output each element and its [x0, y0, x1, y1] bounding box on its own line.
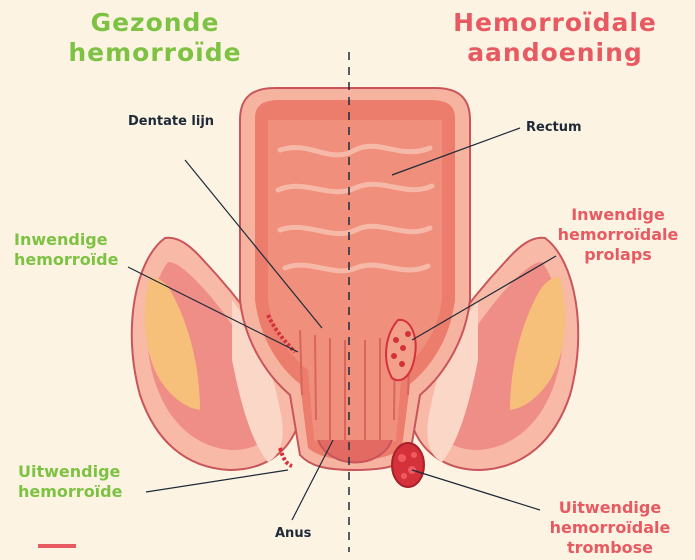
- healthy-external-hemorrhoid: [280, 448, 292, 466]
- disease-title: Hemorroïdale aandoening: [430, 8, 680, 68]
- label-external-hemorrhoid-line1: Uitwendige: [18, 462, 122, 482]
- healthy-title-line1: Gezonde: [40, 8, 270, 38]
- label-internal-hemorrhoid: Inwendige hemorroïde: [14, 230, 118, 270]
- label-external-thrombosis-line1: Uitwendige: [540, 498, 680, 518]
- healthy-title-line2: hemorroïde: [40, 38, 270, 68]
- disease-title-line1: Hemorroïdale: [430, 8, 680, 38]
- label-internal-prolapse-line3: prolaps: [548, 245, 688, 265]
- label-internal-hemorrhoid-line1: Inwendige: [14, 230, 118, 250]
- disease-title-line2: aandoening: [430, 38, 680, 68]
- label-internal-prolapse-line2: hemorroïdale: [548, 225, 688, 245]
- brand-accent-bar: [38, 544, 76, 548]
- label-internal-hemorrhoid-line2: hemorroïde: [14, 250, 118, 270]
- label-internal-prolapse: Inwendige hemorroïdale prolaps: [548, 205, 688, 265]
- label-anus: Anus: [275, 524, 311, 544]
- label-external-thrombosis-line3: trombose: [540, 538, 680, 558]
- label-external-thrombosis: Uitwendige hemorroïdale trombose: [540, 498, 680, 558]
- label-external-thrombosis-line2: hemorroïdale: [540, 518, 680, 538]
- label-external-hemorrhoid: Uitwendige hemorroïde: [18, 462, 122, 502]
- healthy-title: Gezonde hemorroïde: [40, 8, 270, 68]
- label-dentate-line: Dentate lijn: [128, 112, 214, 132]
- thrombosed-external-hemorrhoid: [392, 443, 424, 487]
- label-external-hemorrhoid-line2: hemorroïde: [18, 482, 122, 502]
- label-rectum: Rectum: [526, 118, 582, 138]
- label-internal-prolapse-line1: Inwendige: [548, 205, 688, 225]
